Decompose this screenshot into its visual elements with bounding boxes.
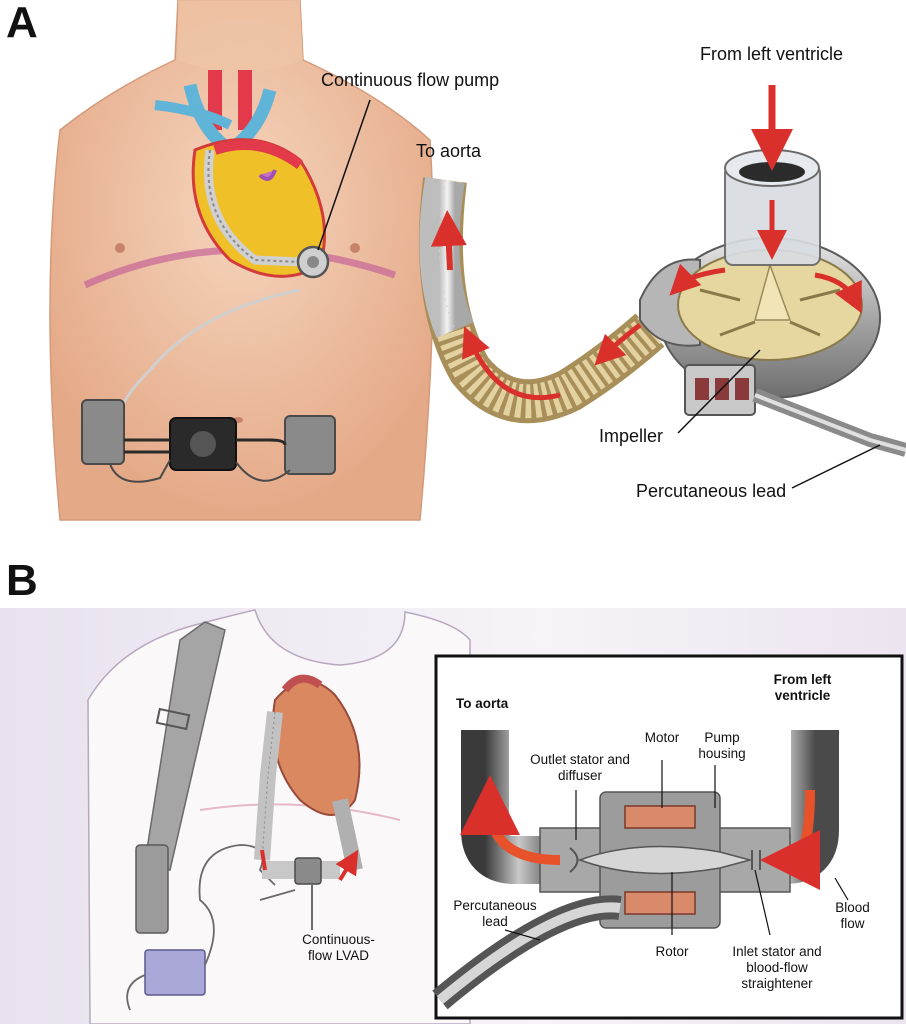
label-impeller: Impeller (599, 426, 664, 446)
label-motor: Motor (644, 730, 680, 745)
impeller-leader-line (677, 349, 761, 434)
label-inlet-stator: Inlet stator and blood-flow straightener (732, 944, 822, 991)
panel-a-external-devices (81, 288, 336, 483)
label-continuous-flow-pump: Continuous flow pump (321, 70, 500, 90)
label-continuous-flow-lvad: Continuous-flow LVAD (302, 932, 375, 963)
panel-b-heart (254, 674, 360, 885)
panel-a-letter: A (6, 0, 38, 47)
label-from-left-ventricle: From left ventricle (700, 44, 844, 64)
label-percutaneous-lead-b: Percutaneous lead (453, 898, 537, 929)
panel-a-flow-arrows (430, 85, 862, 401)
panel-a-heart (154, 70, 330, 279)
label-to-aorta-a: To aorta (416, 141, 482, 161)
label-from-left-ventricle-b: From left ventricle (773, 672, 832, 703)
panel-b-letter: B (6, 556, 38, 605)
panel-b-leader-lines (504, 760, 849, 941)
panel-a-pump-detail (418, 149, 906, 457)
panel-b-pump-cross-section (432, 730, 839, 1010)
panel-b-body (87, 609, 471, 1024)
label-rotor: Rotor (655, 944, 689, 959)
pump-leader-line (317, 99, 371, 251)
label-to-aorta-b: To aorta (456, 696, 509, 711)
lead-leader-line-a (791, 444, 881, 489)
label-outlet-stator: Outlet stator and diffuser (530, 752, 630, 783)
label-blood-flow: Blood flow (835, 900, 870, 931)
label-pump-housing: Pump housing (698, 730, 746, 761)
label-percutaneous-lead-a: Percutaneous lead (636, 481, 787, 501)
